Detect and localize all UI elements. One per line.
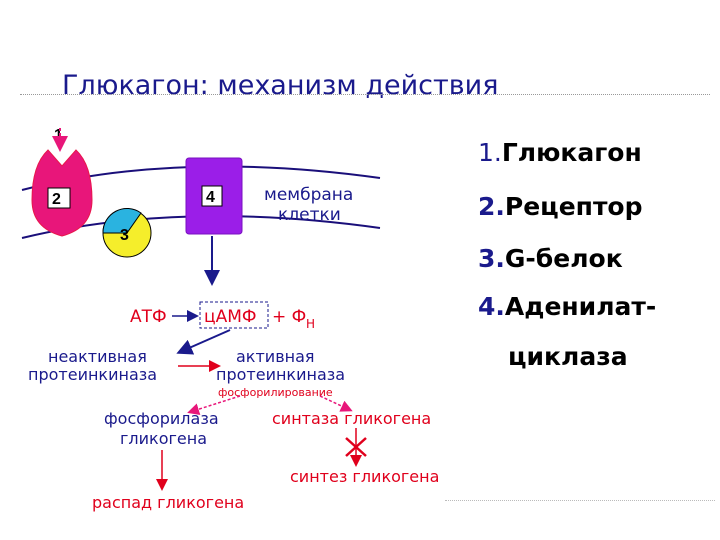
- inactive-kinase-2: протеинкиназа: [28, 365, 157, 384]
- legend-item-3: 3.G-белок: [478, 244, 623, 273]
- inactive-kinase-1: неактивная: [48, 347, 147, 366]
- membrane-label-2: клетки: [278, 205, 341, 225]
- label-atp: АТФ: [130, 307, 167, 327]
- synthesis-label: синтез гликогена: [290, 467, 439, 486]
- bottom-divider: [445, 500, 715, 501]
- phosphorylase-1: фосфорилаза: [104, 409, 219, 428]
- label-n2: 2: [52, 191, 61, 208]
- label-camp: цАМФ: [204, 307, 257, 327]
- breakdown-label: распад гликогена: [92, 493, 244, 512]
- phosphorylation-arrow-left: [187, 395, 241, 415]
- camp-to-inactive-arrow: [176, 329, 231, 355]
- legend-item-2: 2.Рецептор: [478, 192, 643, 221]
- label-n3: 3: [120, 227, 129, 244]
- phosphorylation-arrow-right: [319, 395, 353, 412]
- legend-item-4: 4.Аденилат-: [478, 292, 657, 321]
- title-divider: [20, 94, 710, 95]
- label-plus-fn: + Ф: [272, 307, 306, 327]
- active-kinase-1: активная: [236, 347, 315, 366]
- block-x-2: [345, 437, 367, 457]
- legend-item-4-cont: циклаза: [508, 342, 628, 371]
- label-fn-sub: Н: [306, 317, 315, 331]
- phosphorylation-label: фосфорилирование: [218, 386, 333, 399]
- label-n1: 1: [54, 127, 63, 144]
- page-title: Глюкагон: механизм действия: [62, 70, 499, 101]
- label-n4: 4: [206, 189, 215, 206]
- membrane-label-1: мембрана: [264, 185, 353, 205]
- phosphorylase-2: гликогена: [120, 429, 207, 448]
- active-kinase-2: протеинкиназа: [216, 365, 345, 384]
- legend-item-1: 1.Глюкагон: [478, 138, 642, 167]
- synthase-label: синтаза гликогена: [272, 409, 431, 428]
